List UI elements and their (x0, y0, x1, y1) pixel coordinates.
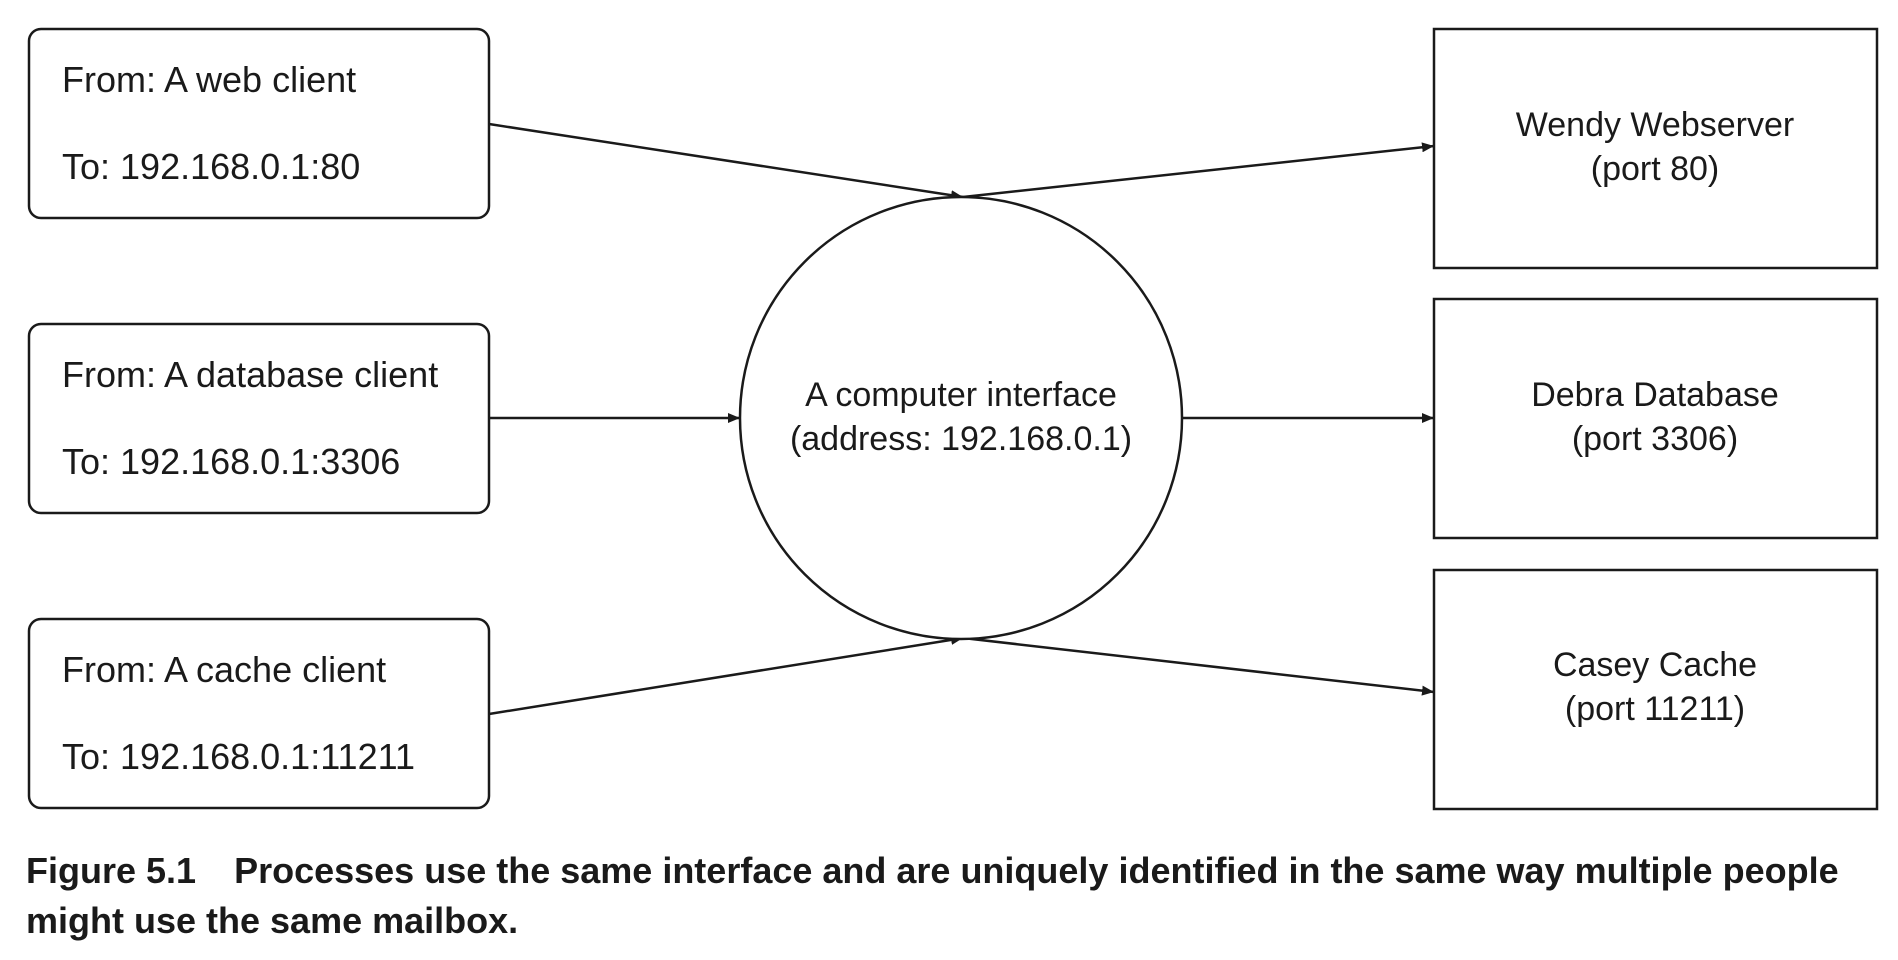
service-box-cache: Casey Cache (port 11211) (1432, 568, 1879, 811)
client-box-database: From: A database client To: 192.168.0.1:… (27, 322, 491, 515)
client-from-label: From: A database client (62, 354, 438, 395)
service-name: Casey Cache (1553, 646, 1757, 684)
service-port: (port 11211) (1565, 690, 1745, 728)
service-port: (port 80) (1591, 150, 1720, 188)
service-box-database: Debra Database (port 3306) (1432, 297, 1879, 540)
interface-title: A computer interface (805, 376, 1117, 414)
interface-address: (address: 192.168.0.1) (790, 420, 1132, 458)
service-box-webserver: Wendy Webserver (port 80) (1432, 27, 1879, 270)
client-box-web: From: A web client To: 192.168.0.1:80 (27, 27, 491, 220)
arrow-interface-to-webserver (962, 142, 1435, 199)
client-box-cache: From: A cache client To: 192.168.0.1:112… (27, 617, 491, 810)
interface-node: A computer interface (address: 192.168.0… (738, 195, 1184, 641)
client-from-label: From: A cache client (62, 649, 386, 690)
arrow-web-client-to-interface (488, 122, 964, 201)
arrow-interface-to-cache (962, 636, 1435, 696)
figure-caption-text: Processes use the same interface and are… (26, 850, 1839, 941)
client-from-label: From: A web client (62, 59, 356, 100)
client-to-label: To: 192.168.0.1:3306 (62, 441, 400, 482)
service-name: Wendy Webserver (1516, 106, 1794, 144)
figure-label: Figure 5.1 (26, 850, 197, 891)
client-to-label: To: 192.168.0.1:11211 (62, 736, 415, 777)
service-port: (port 3306) (1572, 420, 1738, 458)
client-to-label: To: 192.168.0.1:80 (62, 146, 360, 187)
arrow-cache-client-to-interface (488, 634, 964, 716)
service-name: Debra Database (1531, 376, 1779, 414)
